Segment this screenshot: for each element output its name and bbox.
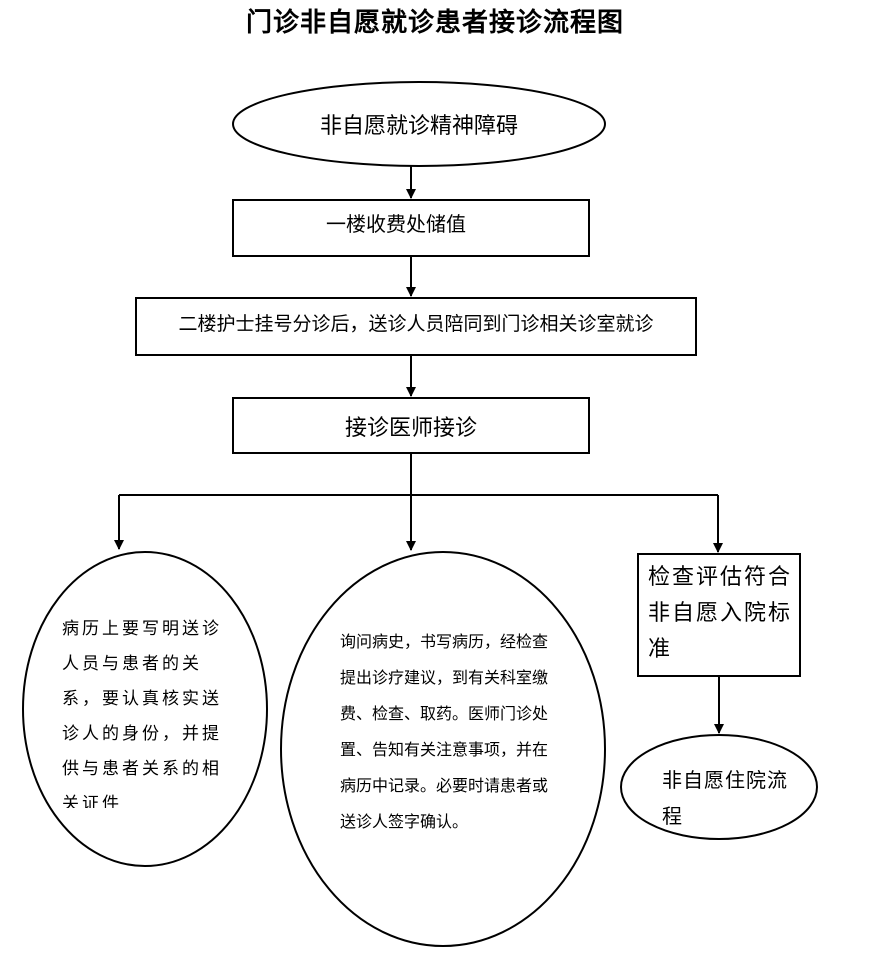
- step2-label: 二楼护士挂号分诊后，送诊人员陪同到门诊相关诊室就诊: [178, 312, 654, 335]
- end-ellipse: [620, 734, 818, 840]
- start-ellipse: [232, 81, 606, 167]
- middle-ellipse: [280, 551, 606, 947]
- step2-box: [135, 297, 697, 356]
- left-node-text: 病历上要写明送诊人员与患者的关系，要认真核实送诊人的身份，并提供与患者关系的相关…: [62, 619, 222, 808]
- middle-node-text: 询问病史，书写病历，经检查提出诊疗建议，到有关科室缴费、检查、取药。医师门诊处置…: [340, 632, 549, 831]
- start-label: 非自愿就诊精神障碍: [319, 114, 518, 139]
- diagram-title: 门诊非自愿就诊患者接诊流程图: [245, 8, 624, 38]
- right-box-label: 检查评估符合非自愿入院标准: [648, 565, 793, 662]
- step3-label: 接诊医师接诊: [344, 415, 477, 441]
- step1-label: 一楼收费处储值: [326, 211, 466, 236]
- end-label: 非自愿住院流程: [662, 768, 788, 828]
- left-ellipse: [22, 551, 268, 867]
- right-box: [637, 553, 801, 677]
- step3-box: [232, 397, 590, 454]
